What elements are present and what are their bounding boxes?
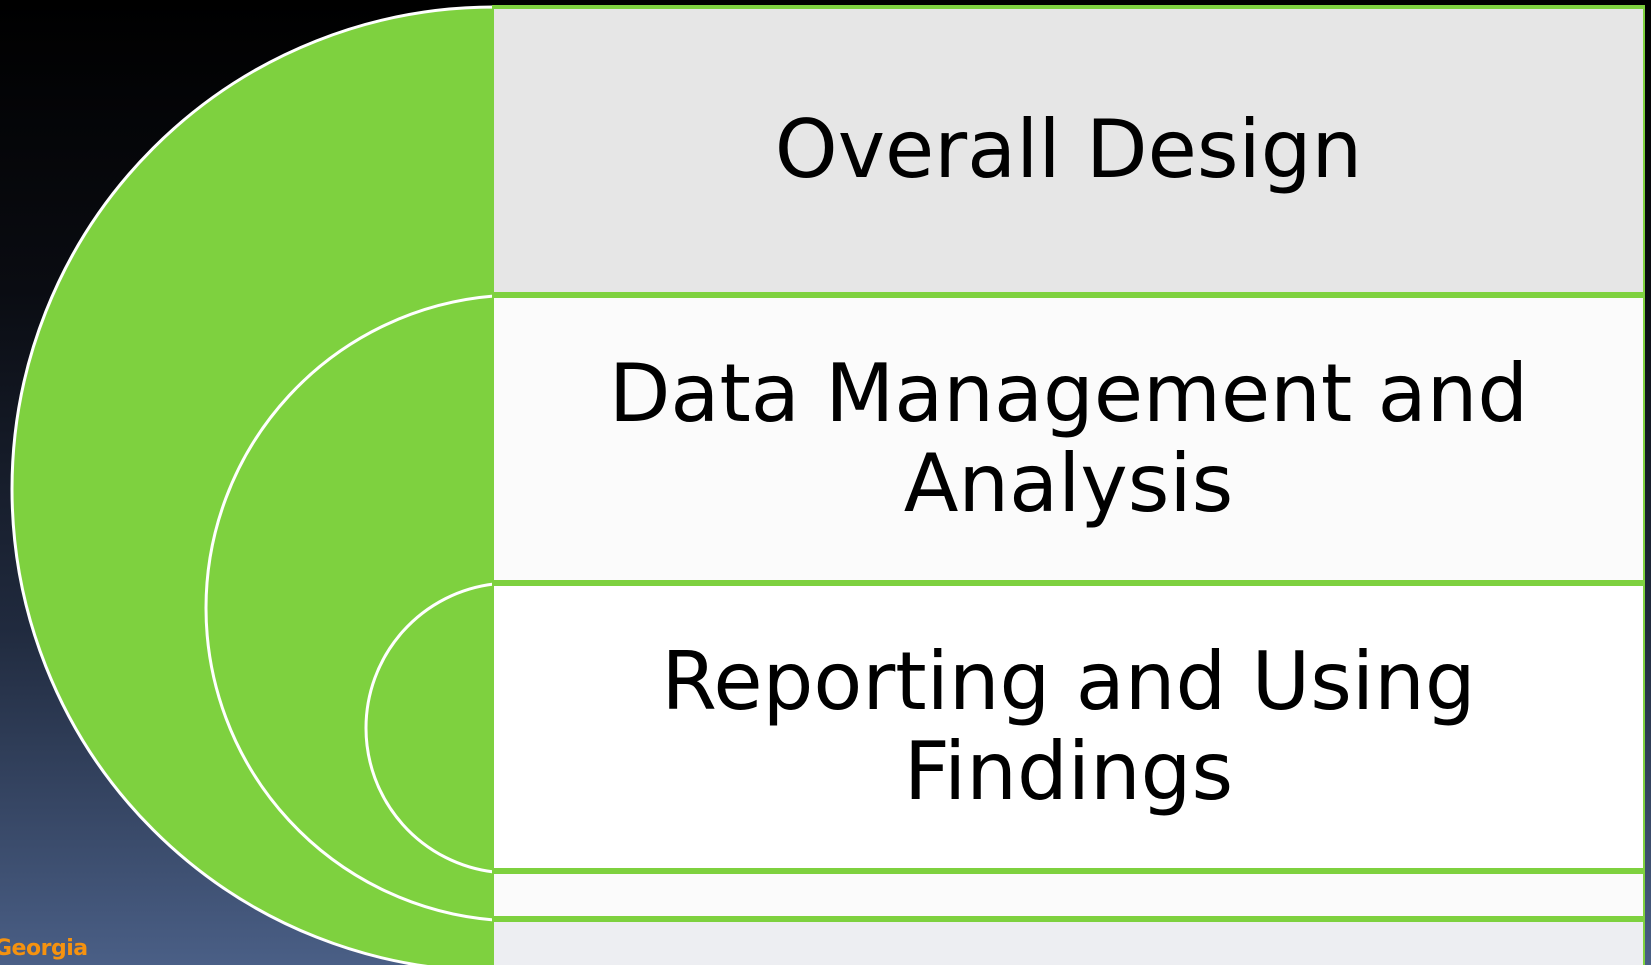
layer-label: Data Management and Analysis [608, 346, 1529, 530]
georgia-logo: Georgia [0, 936, 88, 961]
arc-inner [364, 582, 496, 874]
layer-row-data-management: Data Management and Analysis [494, 298, 1643, 580]
layer-row-overall-design: Overall Design [494, 9, 1643, 292]
layer-row-reporting: Reporting and Using Findings [494, 586, 1643, 868]
layer-label: Reporting and Using Findings [661, 634, 1476, 818]
layer-label: Overall Design [774, 103, 1363, 197]
layer-row-empty-bottom [494, 922, 1643, 965]
layer-row-empty [494, 874, 1643, 916]
